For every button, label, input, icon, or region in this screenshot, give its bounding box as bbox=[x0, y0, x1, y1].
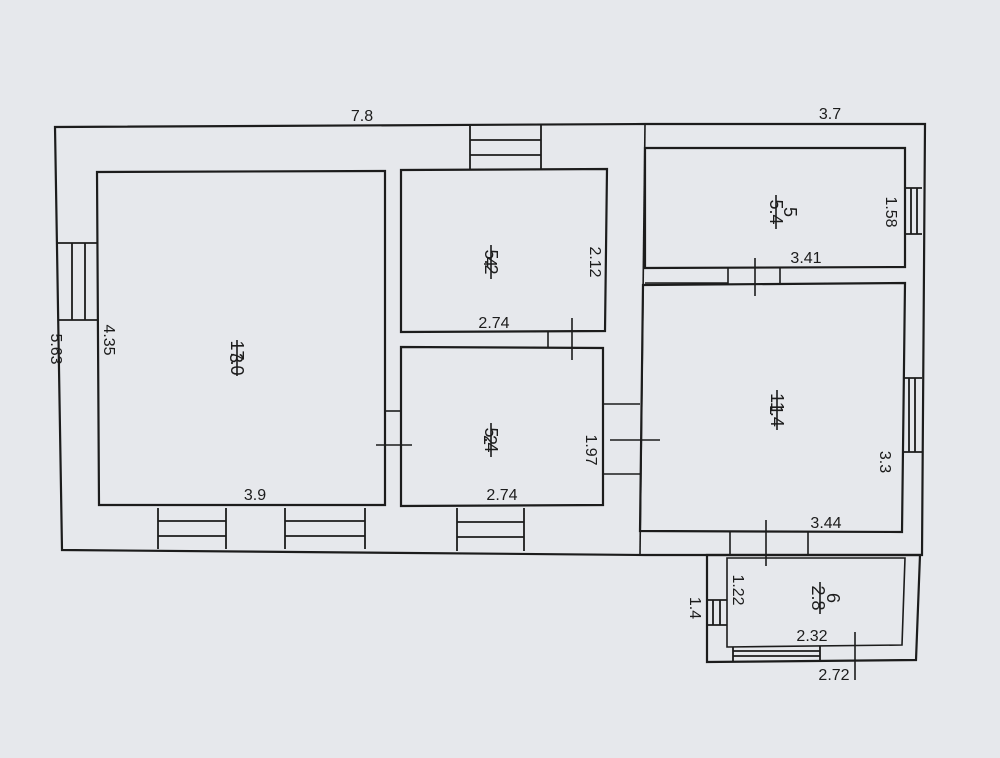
overall-height-left: 5.63 bbox=[47, 333, 64, 364]
room-6-dim-height: 1.22 bbox=[729, 574, 746, 605]
window-bottom-right bbox=[456, 508, 525, 551]
window-right-top bbox=[905, 187, 922, 235]
room-5-dim-width: 3.41 bbox=[790, 250, 821, 267]
room-5-area: 5.4 bbox=[766, 199, 786, 224]
window-bottom-middle bbox=[284, 508, 366, 549]
room-1-outline bbox=[638, 281, 907, 534]
room-5-number: 5 bbox=[780, 207, 800, 217]
room-2-dim-height: 1.97 bbox=[582, 434, 599, 465]
room-6-dim-outer-width: 2.72 bbox=[818, 667, 849, 684]
room-5-dim-height: 1.58 bbox=[882, 196, 899, 227]
window-right-middle bbox=[903, 377, 922, 453]
window-annex-left bbox=[707, 599, 727, 626]
room-2-number: 2 bbox=[480, 435, 500, 445]
overall-width-right: 3.7 bbox=[819, 106, 841, 123]
room-2-outline bbox=[399, 345, 605, 508]
room-4-dim-height: 2.12 bbox=[586, 246, 603, 277]
room-5-outline bbox=[643, 146, 907, 270]
room-6-area: 2.8 bbox=[808, 585, 828, 610]
annex-inner-wall bbox=[726, 557, 906, 648]
annex-outer-wall bbox=[705, 553, 922, 664]
room-3-area: 17.0 bbox=[227, 340, 247, 375]
room-2-dim-width: 2.74 bbox=[486, 487, 517, 504]
overall-width-left: 7.8 bbox=[351, 108, 373, 125]
room-2-area: 5.4 bbox=[481, 427, 501, 452]
room-4-dim-width: 2.74 bbox=[478, 315, 509, 332]
window-left bbox=[58, 242, 97, 321]
room-4-area: 5.2 bbox=[481, 249, 501, 274]
room-6-dim-width: 2.32 bbox=[796, 628, 827, 645]
room-4-outline bbox=[399, 167, 609, 334]
room-3-number: 3 bbox=[226, 353, 246, 363]
window-bottom-left bbox=[157, 508, 227, 549]
door-marks bbox=[376, 258, 856, 680]
room-1-area: 11.4 bbox=[767, 393, 787, 427]
room-6-number: 6 bbox=[823, 593, 843, 603]
room-1-dim-height: 3.3 bbox=[876, 451, 893, 473]
room-3-outline bbox=[95, 169, 387, 507]
room-1-number: 1 bbox=[766, 405, 786, 415]
room-3-dim-height: 4.35 bbox=[100, 324, 117, 355]
window-annex-bottom bbox=[732, 646, 821, 662]
room-1-dim-width: 3.44 bbox=[810, 515, 841, 532]
room-6-dim-annex-height: 1.4 bbox=[686, 597, 703, 619]
window-top bbox=[469, 125, 542, 170]
room-4-number: 4 bbox=[480, 257, 500, 267]
room-3-dim-width: 3.9 bbox=[244, 487, 266, 504]
